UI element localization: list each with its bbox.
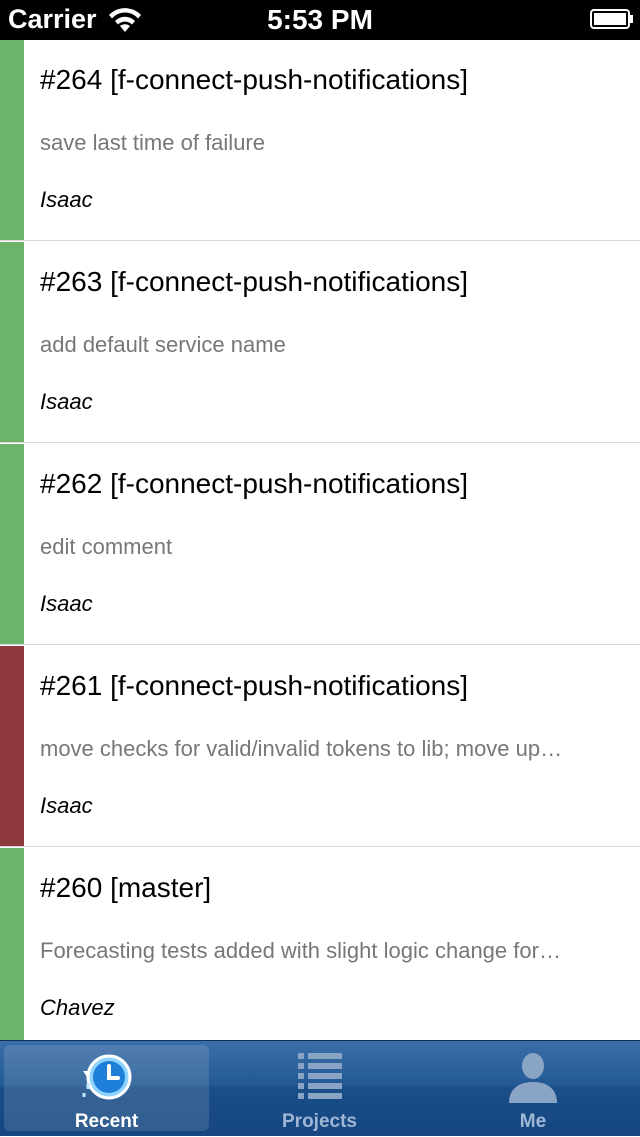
build-row[interactable]: #264 [f-connect-push-notifications] save…	[0, 40, 640, 241]
status-stripe	[0, 40, 24, 240]
clock-history-icon	[82, 1054, 131, 1100]
status-stripe	[0, 444, 24, 644]
build-author: Isaac	[40, 389, 93, 414]
build-message: add default service name	[40, 332, 286, 357]
build-list[interactable]: #264 [f-connect-push-notifications] save…	[0, 40, 640, 1040]
battery-icon	[590, 9, 633, 29]
build-author: Isaac	[40, 187, 93, 212]
status-stripe	[0, 646, 24, 846]
build-title: #263 [f-connect-push-notifications]	[40, 266, 469, 297]
tab-projects[interactable]: Projects	[213, 1041, 426, 1137]
build-message: edit comment	[40, 534, 173, 559]
status-stripe	[0, 242, 24, 442]
tab-label: Projects	[282, 1111, 357, 1132]
build-author: Isaac	[40, 793, 93, 818]
person-icon	[509, 1053, 557, 1103]
build-title: #264 [f-connect-push-notifications]	[40, 64, 469, 95]
build-row[interactable]: #260 [master] Forecasting tests added wi…	[0, 848, 640, 1040]
tab-recent[interactable]: Recent	[0, 1041, 213, 1137]
status-time: 5:53 PM	[267, 4, 373, 35]
build-title: #262 [f-connect-push-notifications]	[40, 468, 469, 499]
build-row[interactable]: #261 [f-connect-push-notifications] move…	[0, 646, 640, 847]
build-title: #261 [f-connect-push-notifications]	[40, 670, 469, 701]
status-bar: Carrier 5:53 PM	[0, 0, 640, 40]
build-author: Chavez	[40, 995, 115, 1020]
build-author: Isaac	[40, 591, 93, 616]
list-icon	[297, 1053, 342, 1099]
tab-me[interactable]: Me	[426, 1041, 640, 1137]
tab-label: Recent	[74, 1111, 139, 1132]
carrier-label: Carrier	[8, 4, 97, 34]
build-message: Forecasting tests added with slight logi…	[40, 938, 561, 963]
build-message: move checks for valid/invalid tokens to …	[40, 736, 563, 761]
build-row[interactable]: #262 [f-connect-push-notifications] edit…	[0, 444, 640, 645]
build-title: #260 [master]	[40, 872, 212, 903]
tab-bar: Recent Projects Me	[0, 1040, 640, 1136]
status-stripe	[0, 848, 24, 1040]
build-row[interactable]: #263 [f-connect-push-notifications] add …	[0, 242, 640, 443]
tab-label: Me	[519, 1111, 547, 1132]
wifi-icon	[109, 8, 141, 32]
build-message: save last time of failure	[40, 130, 265, 155]
